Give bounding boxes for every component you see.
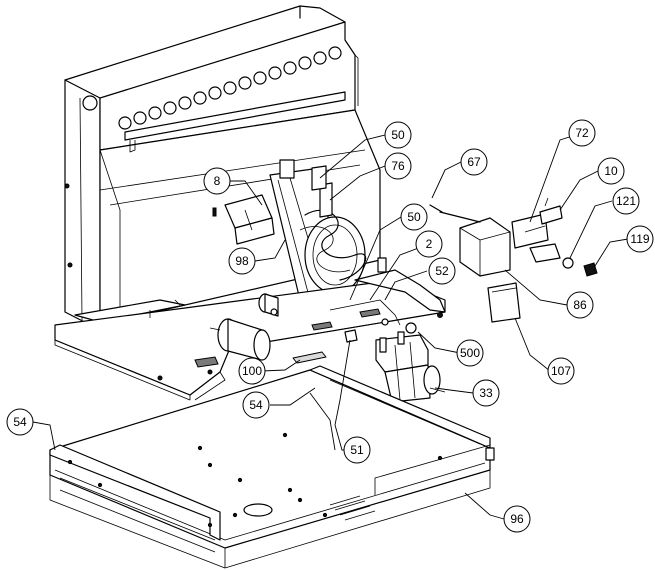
callout-76: 76	[384, 152, 412, 180]
callout-50-top: 50	[384, 121, 412, 149]
svg-text:33: 33	[479, 386, 493, 400]
power-supply	[429, 204, 521, 323]
svg-text:50: 50	[391, 128, 405, 142]
callout-2: 2	[415, 230, 443, 258]
svg-text:8: 8	[214, 174, 221, 188]
svg-text:67: 67	[467, 155, 481, 169]
callout-54-mid: 54	[242, 391, 270, 419]
callout-500: 500	[456, 339, 484, 367]
svg-text:96: 96	[510, 512, 524, 526]
auger-assembly	[212, 159, 387, 309]
callout-119: 119	[626, 225, 654, 253]
svg-text:51: 51	[350, 443, 364, 457]
callout-96: 96	[503, 505, 531, 533]
callout-54-left: 54	[6, 408, 34, 436]
switch-bracket	[511, 197, 598, 277]
fitting	[258, 293, 279, 317]
svg-text:52: 52	[435, 264, 449, 278]
igniter	[209, 318, 271, 361]
callout-50-mid: 50	[400, 203, 428, 231]
svg-text:121: 121	[616, 194, 636, 208]
svg-text:10: 10	[604, 164, 618, 178]
callout-33: 33	[472, 379, 500, 407]
svg-text:50: 50	[407, 210, 421, 224]
callout-52: 52	[428, 257, 456, 285]
control-module	[375, 322, 446, 403]
svg-text:2: 2	[426, 237, 433, 251]
svg-text:107: 107	[551, 364, 571, 378]
svg-text:86: 86	[573, 298, 587, 312]
callout-121: 121	[612, 187, 640, 215]
callout-98: 98	[228, 247, 256, 275]
svg-text:54: 54	[13, 415, 27, 429]
svg-text:72: 72	[575, 126, 589, 140]
callout-107: 107	[547, 357, 575, 385]
burner-port-row	[118, 46, 342, 130]
svg-text:54: 54	[249, 398, 263, 412]
callout-67: 67	[460, 148, 488, 176]
middle-tray	[54, 269, 446, 401]
svg-text:76: 76	[391, 159, 405, 173]
svg-text:98: 98	[235, 254, 249, 268]
svg-text:100: 100	[242, 364, 262, 378]
svg-text:119: 119	[630, 232, 649, 246]
callout-72: 72	[568, 119, 596, 147]
bottom-pan	[49, 365, 495, 569]
callout-8: 8	[203, 167, 231, 195]
vent-slots	[329, 495, 376, 521]
callout-100: 100	[238, 357, 266, 385]
callout-51: 51	[343, 436, 371, 464]
callout-86: 86	[566, 291, 594, 319]
svg-text:500: 500	[460, 346, 480, 360]
callout-10: 10	[597, 157, 625, 185]
